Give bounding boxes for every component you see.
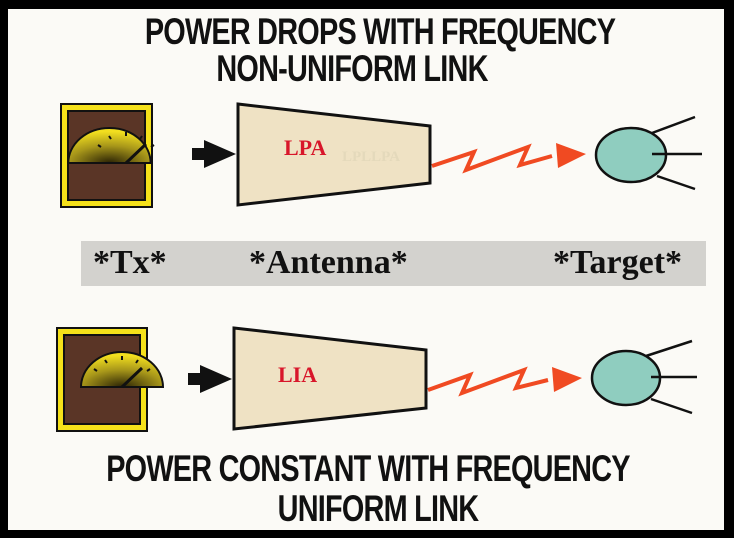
bottom-antenna: LIA bbox=[232, 326, 428, 431]
bottom-heading-line-1: POWER CONSTANT WITH FREQUENCY bbox=[106, 448, 630, 489]
label-tx: *Tx* bbox=[93, 244, 167, 281]
target-blob-icon bbox=[590, 339, 697, 415]
lightning-arrow-icon bbox=[427, 366, 582, 397]
arrow-right-icon bbox=[188, 365, 232, 393]
bottom-row: LIA bbox=[56, 326, 697, 432]
label-target: *Target* bbox=[553, 244, 683, 281]
top-heading-line-1: POWER DROPS WITH FREQUENCY bbox=[144, 11, 616, 52]
diagram-canvas: POWER DROPS WITH FREQUENCY NON-UNIFORM L… bbox=[8, 9, 724, 530]
top-heading-line-2: NON-UNIFORM LINK bbox=[216, 48, 488, 89]
top-row: LPLLPA LPA bbox=[60, 102, 702, 208]
gauge-meter-icon bbox=[67, 127, 155, 165]
top-transmitter bbox=[60, 103, 155, 208]
top-antenna: LPLLPA LPA bbox=[236, 102, 432, 207]
gauge-meter-icon bbox=[79, 351, 165, 389]
bottom-transmitter bbox=[56, 327, 165, 432]
target-blob-icon bbox=[594, 115, 702, 191]
antenna-label-lpa: LPA bbox=[284, 135, 326, 160]
arrow-right-icon bbox=[192, 140, 236, 168]
antenna-label-lia: LIA bbox=[278, 362, 317, 387]
antenna-watermark-text: LPLLPA bbox=[342, 149, 400, 165]
component-label-bar: *Tx* *Antenna* *Target* bbox=[81, 241, 706, 286]
lightning-arrow-icon bbox=[431, 143, 586, 174]
label-antenna: *Antenna* bbox=[249, 244, 408, 281]
bottom-heading-line-2: UNIFORM LINK bbox=[277, 488, 479, 529]
